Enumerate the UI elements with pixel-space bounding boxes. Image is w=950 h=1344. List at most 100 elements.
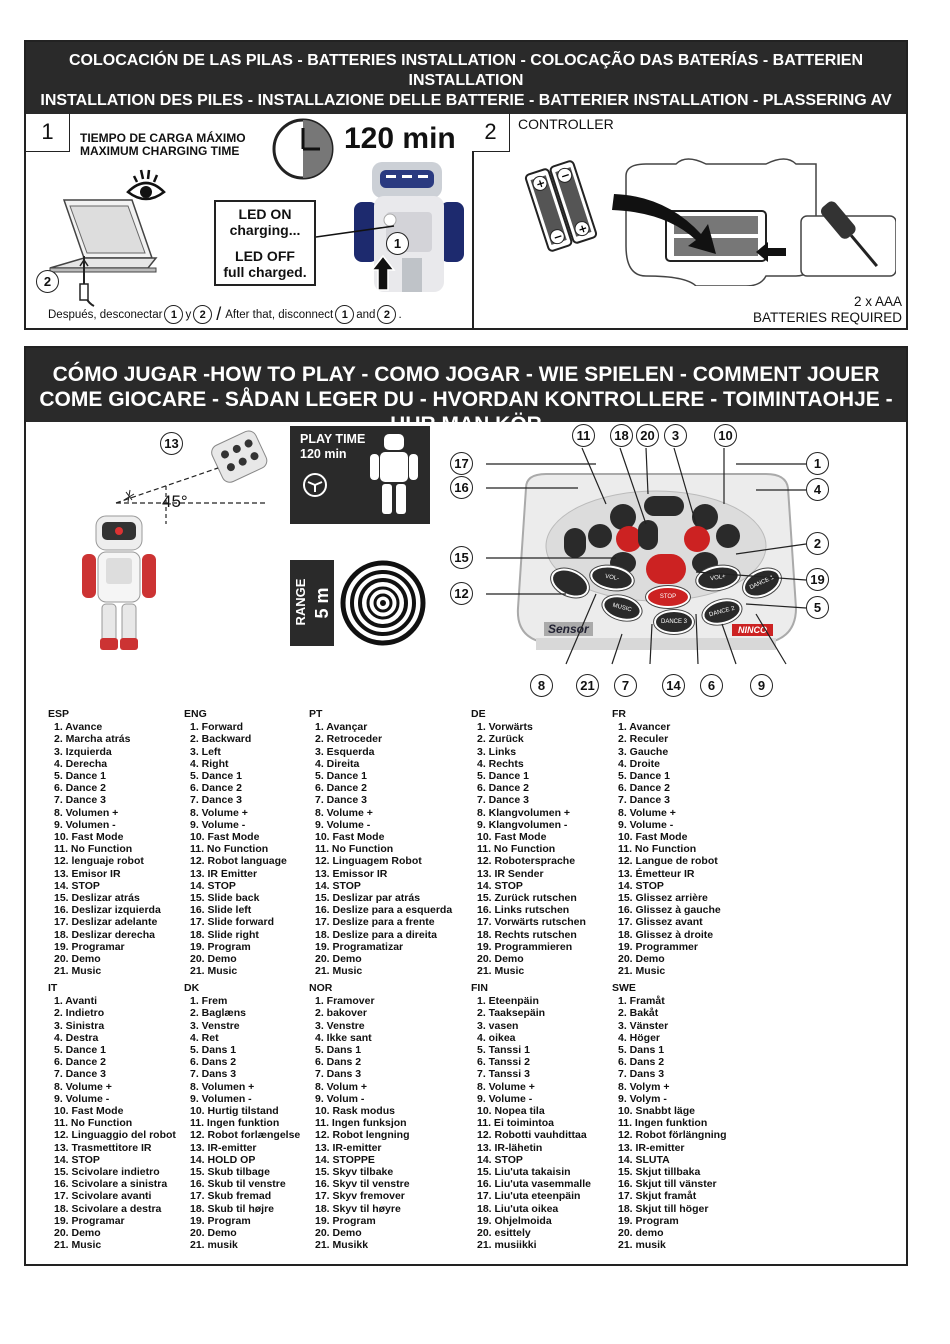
- dance-3-button[interactable]: DANCE 3: [654, 610, 694, 634]
- eye-icon: [126, 169, 166, 201]
- list-item: 21. Music: [315, 965, 363, 978]
- range-label: RANGE: [293, 559, 309, 645]
- list-item: 7. Dance 3: [477, 794, 529, 807]
- list-item: 11. No Function: [54, 843, 133, 856]
- list-item: 12. Robot language: [190, 855, 287, 868]
- list-item: 21. musiikki: [477, 1239, 537, 1252]
- list-item: 10. Fast Mode: [618, 831, 688, 844]
- list-item: 15. Liu'uta takaisin: [477, 1166, 571, 1179]
- callout-14: 14: [662, 674, 685, 697]
- list-item: 17. Vorwärts rutschen: [477, 916, 586, 929]
- battery-installation-section: COLOCACIÓN DE LAS PILAS - BATTERIES INST…: [24, 40, 908, 330]
- list-item: 9. Klangvolumen -: [477, 818, 568, 831]
- list-item: 3. Gauche: [618, 745, 669, 758]
- list-item: 20. Demo: [190, 1227, 237, 1240]
- list-item: 3. Izquierda: [54, 745, 112, 758]
- list-item: 16. Slide left: [190, 904, 252, 917]
- list-item: 4. Destra: [54, 1031, 99, 1044]
- slide-forward-button[interactable]: [610, 504, 636, 530]
- disconnect-y: y: [185, 308, 192, 321]
- list-item: 18. Scivolare a destra: [54, 1202, 162, 1215]
- list-item: 19. Program: [190, 940, 251, 953]
- list-item: 9. Volume -: [618, 818, 674, 831]
- right-button[interactable]: [716, 524, 740, 548]
- list-item: 16. Links rutschen: [477, 904, 570, 917]
- no-function-button[interactable]: [684, 526, 710, 552]
- list-item: 6. Tanssi 2: [477, 1056, 530, 1069]
- led-status-box: LED ON charging... LED OFF full charged.: [214, 200, 316, 286]
- list-item: 19. Program: [618, 1214, 679, 1227]
- list-item: 17. Skub fremad: [190, 1190, 272, 1203]
- callout-5: 5: [806, 596, 829, 619]
- left-button[interactable]: [564, 528, 586, 558]
- list-item: 10. Fast Mode: [190, 831, 260, 844]
- list-item: 8. Volume +: [315, 806, 373, 819]
- list-item: 19. Program: [315, 1214, 376, 1227]
- list-item: 18. Deslizar derecha: [54, 928, 155, 941]
- list-item: 1. Avancer: [618, 721, 671, 734]
- list-item: 21. Musikk: [315, 1239, 369, 1252]
- list-item: 3. Left: [190, 745, 221, 758]
- play-time-label: PLAY TIME: [300, 432, 366, 446]
- list-item: 16. Skjut till vänster: [618, 1178, 717, 1191]
- list-item: 17. Glissez avant: [618, 916, 703, 929]
- list-item: 7. Dans 3: [190, 1068, 237, 1081]
- list-item: 18. Deslize para a direita: [315, 928, 437, 941]
- list-item: 14. STOP: [477, 1153, 523, 1166]
- stop-button[interactable]: STOP: [646, 586, 690, 608]
- language-code: IT: [48, 982, 58, 994]
- list-item: 9. Volume -: [190, 818, 246, 831]
- list-item: 12. lenguaje robot: [54, 855, 144, 868]
- up-arrow-icon: [370, 254, 396, 291]
- list-item: 14. STOP: [190, 879, 236, 892]
- list-item: 12. Robot forlængelse: [190, 1129, 301, 1142]
- list-item: 7. Dans 3: [618, 1068, 665, 1081]
- list-item: 5. Tanssi 1: [477, 1044, 530, 1057]
- fast-mode-button[interactable]: [616, 526, 642, 552]
- list-item: 9. Volum -: [315, 1092, 365, 1105]
- list-item: 19. Programatizar: [315, 940, 404, 953]
- list-item: 7. Tanssi 3: [477, 1068, 530, 1081]
- title-line: INSTALLATION DES PILES - INSTALLAZIONE D…: [40, 92, 892, 129]
- range-panel: RANGE 5 m: [290, 560, 430, 646]
- list-item: 5. Dance 1: [54, 1044, 106, 1057]
- list-item: 3. Esquerda: [315, 745, 375, 758]
- list-item: 4. Right: [190, 757, 229, 770]
- forward-button[interactable]: [692, 504, 718, 530]
- callout-7: 7: [614, 674, 637, 697]
- list-item: 3. Links: [477, 745, 517, 758]
- brand-sensor: Sensor: [544, 622, 593, 636]
- list-item: 2. Taaksepäin: [477, 1007, 546, 1020]
- program-button[interactable]: [646, 554, 686, 584]
- list-item: 10. Fast Mode: [477, 831, 547, 844]
- list-item: 21. musik: [190, 1239, 238, 1252]
- callout-15: 15: [450, 546, 473, 569]
- list-item: 15. Glissez arrière: [618, 892, 708, 905]
- list-item: 2. Retroceder: [315, 733, 383, 746]
- slide-left-button[interactable]: [588, 524, 612, 548]
- charging-time-es: TIEMPO DE CARGA MÁXIMO: [80, 131, 246, 145]
- list-item: 10. Snabbt läge: [618, 1105, 696, 1118]
- list-item: 13. Trasmettitore IR: [54, 1141, 152, 1154]
- list-item: 6. Dance 2: [54, 1056, 106, 1069]
- list-item: 6. Dans 2: [618, 1056, 665, 1069]
- list-item: 15. Skyv tilbake: [315, 1166, 394, 1179]
- list-item: 9. Volumen -: [190, 1092, 252, 1105]
- range-label-bg: [290, 560, 312, 646]
- callout-3: 3: [664, 424, 687, 447]
- list-item: 9. Volume -: [477, 1092, 533, 1105]
- period: .: [398, 308, 402, 321]
- list-item: 8. Volum +: [315, 1080, 368, 1093]
- demo-button[interactable]: [644, 496, 684, 516]
- list-item: 10. Hurtig tilstand: [190, 1105, 279, 1118]
- slide-right-button[interactable]: [638, 520, 658, 550]
- list-item: 6. Dans 2: [315, 1056, 362, 1069]
- battery-installation-title: COLOCACIÓN DE LAS PILAS - BATTERIES INST…: [26, 42, 906, 149]
- list-item: 20. esittely: [477, 1227, 531, 1240]
- list-item: 8. Volume +: [477, 1080, 535, 1093]
- list-item: 14. HOLD OP: [190, 1153, 256, 1166]
- callout-18: 18: [610, 424, 633, 447]
- list-item: 17. Scivolare avanti: [54, 1190, 152, 1203]
